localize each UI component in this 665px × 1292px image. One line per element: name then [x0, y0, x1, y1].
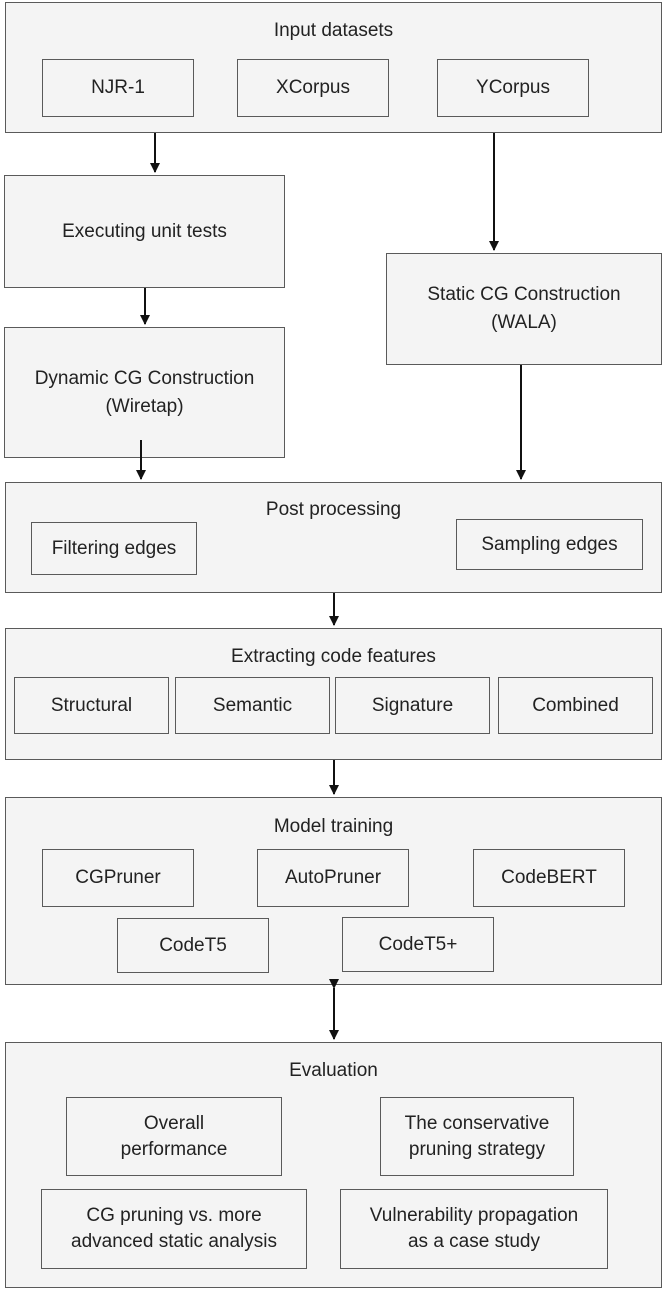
dataset-ycorpus: YCorpus	[437, 59, 589, 117]
model-cgpruner: CGPruner	[42, 849, 194, 907]
model-training-box: Model training CGPruner AutoPruner CodeB…	[5, 797, 662, 985]
dynamic-cg-box: Dynamic CG Construction (Wiretap)	[4, 327, 285, 458]
eval-overall-performance: Overall performance	[66, 1097, 282, 1176]
static-cg-label: Static CG Construction (WALA)	[427, 284, 621, 333]
input-datasets-title: Input datasets	[273, 20, 394, 41]
model-codet5plus: CodeT5+	[342, 917, 494, 972]
executing-unit-tests-label: Executing unit tests	[62, 220, 227, 242]
sampling-edges-box: Sampling edges	[456, 519, 643, 570]
dynamic-cg-label: Dynamic CG Construction (Wiretap)	[34, 367, 255, 417]
dataset-njr1: NJR-1	[42, 59, 194, 117]
dataset-xcorpus: XCorpus	[237, 59, 389, 117]
model-autopruner: AutoPruner	[257, 849, 409, 907]
feature-structural: Structural	[14, 677, 169, 734]
evaluation-box: Evaluation Overall performance The conse…	[5, 1042, 662, 1288]
evaluation-title: Evaluation	[289, 1060, 378, 1081]
feature-signature: Signature	[335, 677, 490, 734]
eval-conservative-pruning: The conservative pruning strategy	[380, 1097, 574, 1176]
model-training-title: Model training	[273, 816, 394, 837]
model-codebert: CodeBERT	[473, 849, 625, 907]
executing-unit-tests-box: Executing unit tests	[4, 175, 285, 288]
feature-combined: Combined	[498, 677, 653, 734]
post-processing-title: Post processing	[265, 499, 402, 520]
eval-cg-pruning-vs-static: CG pruning vs. more advanced static anal…	[41, 1189, 307, 1269]
code-features-box: Extracting code features Structural Sema…	[5, 628, 662, 760]
feature-semantic: Semantic	[175, 677, 330, 734]
model-codet5: CodeT5	[117, 918, 269, 973]
code-features-title: Extracting code features	[231, 646, 436, 667]
input-datasets-box: Input datasets NJR-1 XCorpus YCorpus	[5, 2, 662, 133]
post-processing-box: Post processing Filtering edges Sampling…	[5, 482, 662, 593]
eval-vulnerability-propagation: Vulnerability propagation as a case stud…	[340, 1189, 608, 1269]
static-cg-box: Static CG Construction (WALA)	[386, 253, 662, 365]
filtering-edges-box: Filtering edges	[31, 522, 197, 575]
